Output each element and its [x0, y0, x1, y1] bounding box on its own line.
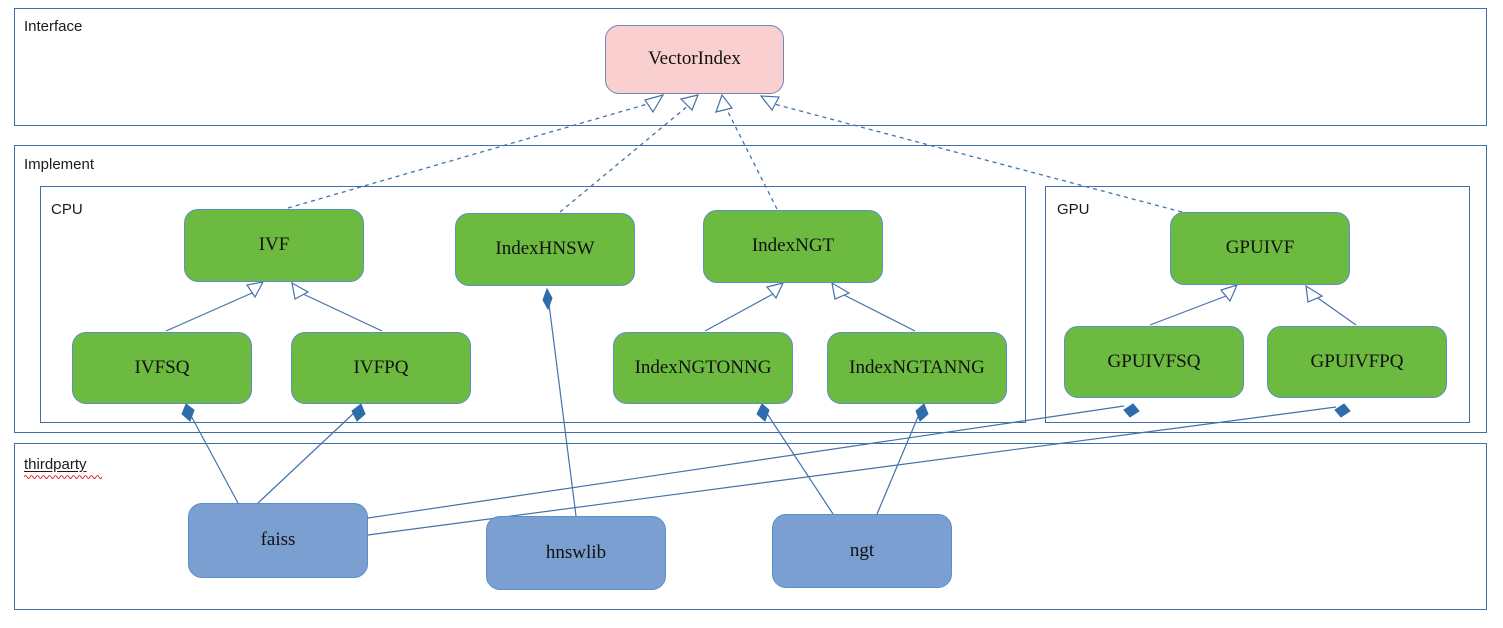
- node-ivfpq-label: IVFPQ: [353, 356, 409, 378]
- node-ivfsq-label: IVFSQ: [134, 356, 190, 378]
- node-gpuivfsq-label: GPUIVFSQ: [1107, 350, 1201, 372]
- group-implement-label: Implement: [24, 156, 95, 173]
- node-ivfpq[interactable]: IVFPQ: [291, 332, 471, 404]
- node-vectorindex[interactable]: VectorIndex: [605, 25, 784, 94]
- node-faiss[interactable]: faiss: [188, 503, 368, 578]
- node-indexngt[interactable]: IndexNGT: [703, 210, 883, 283]
- node-gpuivf[interactable]: GPUIVF: [1170, 212, 1350, 285]
- node-ivfsq[interactable]: IVFSQ: [72, 332, 252, 404]
- node-gpuivfpq-label: GPUIVFPQ: [1310, 350, 1404, 372]
- group-interface-label: Interface: [24, 18, 83, 35]
- node-indexngtanng[interactable]: IndexNGTANNG: [827, 332, 1007, 404]
- node-hnswlib[interactable]: hnswlib: [486, 516, 666, 590]
- group-gpu-label: GPU: [1057, 201, 1090, 218]
- node-vectorindex-label: VectorIndex: [648, 48, 741, 70]
- node-gpuivfsq[interactable]: GPUIVFSQ: [1064, 326, 1244, 398]
- node-indexngtanng-label: IndexNGTANNG: [849, 356, 985, 378]
- node-indexngtonng-label: IndexNGTONNG: [634, 356, 772, 378]
- node-faiss-label: faiss: [260, 529, 296, 551]
- node-indexngtonng[interactable]: IndexNGTONNG: [613, 332, 793, 404]
- node-indexhnsw-label: IndexHNSW: [495, 238, 595, 260]
- node-ngt-label: ngt: [849, 539, 875, 561]
- node-ivf[interactable]: IVF: [184, 209, 364, 282]
- node-indexngt-label: IndexNGT: [751, 235, 835, 257]
- node-ngt[interactable]: ngt: [772, 514, 952, 588]
- group-thirdparty-label: thirdparty: [24, 456, 87, 473]
- node-ivf-label: IVF: [258, 234, 290, 256]
- node-gpuivf-label: GPUIVF: [1225, 237, 1295, 259]
- node-gpuivfpq[interactable]: GPUIVFPQ: [1267, 326, 1447, 398]
- group-cpu-label: CPU: [51, 201, 83, 218]
- node-hnswlib-label: hnswlib: [545, 541, 607, 563]
- node-indexhnsw[interactable]: IndexHNSW: [455, 213, 635, 286]
